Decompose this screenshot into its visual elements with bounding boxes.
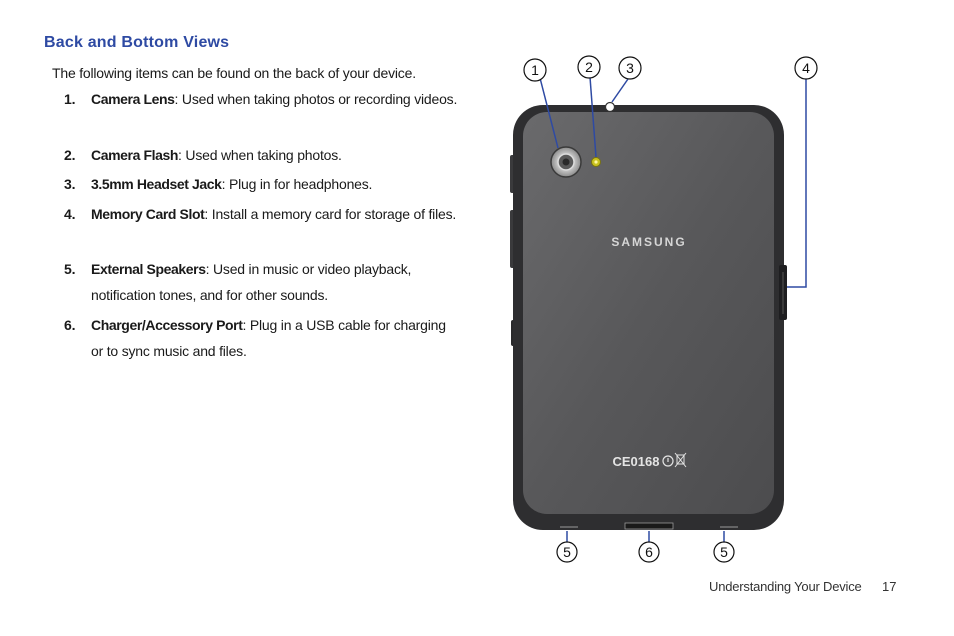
- callout-6: 6: [638, 541, 660, 563]
- section-title: Back and Bottom Views: [44, 34, 230, 51]
- callout-5-right: 5: [713, 541, 735, 563]
- callout-4: 4: [794, 56, 818, 80]
- callout-label: 2: [585, 59, 593, 75]
- item-number: 3.: [64, 176, 76, 192]
- intro-text: The following items can be found on the …: [52, 65, 416, 81]
- callout-label: 4: [802, 60, 810, 76]
- certification-mark: CE0168: [613, 454, 660, 469]
- item-term: Memory Card Slot: [91, 206, 205, 222]
- item-number: 2.: [64, 147, 76, 163]
- item-term: 3.5mm Headset Jack: [91, 176, 222, 192]
- alert-icon: [662, 455, 674, 467]
- page-number: 17: [882, 579, 897, 594]
- callout-2: 2: [577, 55, 601, 79]
- item-body: External Speakers: Used in music or vide…: [91, 256, 461, 308]
- item-body: Charger/Accessory Port: Plug in a USB ca…: [91, 312, 461, 364]
- item-number: 6.: [64, 317, 76, 333]
- item-text: : Used when taking photos or recording v…: [174, 91, 458, 107]
- item-text: : Used in music or video playback, notif…: [91, 261, 412, 303]
- item-number: 1.: [64, 91, 76, 107]
- callout-5-left: 5: [556, 541, 578, 563]
- device-back-panel: [523, 112, 774, 514]
- footer-chapter-title: Understanding Your Device: [709, 579, 862, 594]
- item-text: : Used when taking photos.: [178, 147, 342, 163]
- item-term: Camera Lens: [91, 91, 175, 107]
- item-number: 5.: [64, 261, 76, 277]
- callout-1: 1: [523, 58, 547, 82]
- callout-3: 3: [618, 56, 642, 80]
- item-body: Camera Lens: Used when taking photos or …: [91, 86, 461, 112]
- item-text: : Plug in for headphones.: [221, 176, 373, 192]
- item-number: 4.: [64, 206, 76, 222]
- callout-label: 1: [531, 62, 539, 78]
- callout-label: 6: [645, 544, 653, 560]
- item-body: Camera Flash: Used when taking photos.: [91, 142, 461, 168]
- item-term: External Speakers: [91, 261, 206, 277]
- item-body: 3.5mm Headset Jack: Plug in for headphon…: [91, 171, 461, 197]
- charger-port: [624, 522, 674, 530]
- callout-label: 5: [720, 544, 728, 560]
- headset-jack: [604, 101, 616, 113]
- item-term: Charger/Accessory Port: [91, 317, 243, 333]
- callout-label: 5: [563, 544, 571, 560]
- item-text: : Install a memory card for storage of f…: [204, 206, 457, 222]
- callout-lines: [539, 76, 807, 543]
- brand-logo: SAMSUNG: [611, 235, 686, 249]
- item-text: : Plug in a USB cable for charging or to…: [91, 317, 446, 359]
- recycle-bin-icon: [674, 452, 687, 468]
- callout-label: 3: [626, 60, 634, 76]
- item-body: Memory Card Slot: Install a memory card …: [91, 201, 461, 227]
- item-term: Camera Flash: [91, 147, 179, 163]
